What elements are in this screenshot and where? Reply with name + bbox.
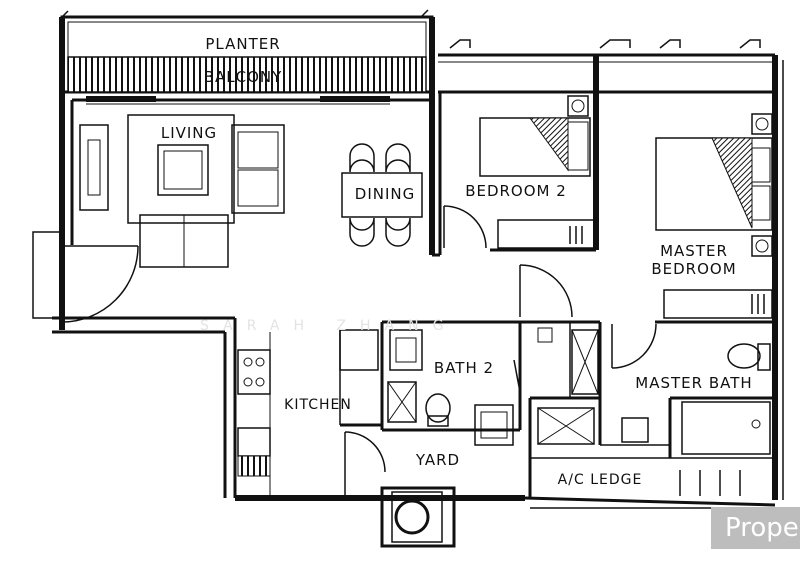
yard-washer: [380, 486, 456, 548]
bedroom2-furniture: [479, 95, 595, 249]
label-ac-ledge: A/C LEDGE: [558, 472, 643, 488]
label-yard: YARD: [415, 451, 460, 469]
dining-furniture: [341, 143, 423, 247]
label-master-bath: MASTER BATH: [635, 374, 752, 392]
planter-balcony-area: [59, 15, 435, 255]
doors: [61, 205, 657, 473]
label-bedroom-2: BEDROOM 2: [465, 182, 567, 200]
label-master-bedroom-line2: BEDROOM: [651, 260, 736, 278]
label-balcony: BALCONY: [204, 68, 283, 86]
brand-logo: Prope: [711, 507, 800, 549]
label-dining: DINING: [355, 185, 415, 203]
watermark-text: SARAH ZHANG: [200, 318, 457, 334]
label-living: LIVING: [161, 124, 217, 142]
kitchen-fixtures: [237, 329, 379, 498]
interior-walls: [339, 55, 775, 498]
master-bath-fixtures: [537, 327, 771, 455]
living-furniture: [79, 114, 285, 268]
ac-ledge-grille: [679, 470, 741, 496]
room-labels: PLANTER BALCONY LIVING DINING BEDROOM 2 …: [161, 35, 752, 488]
label-bath-2: BATH 2: [434, 359, 494, 377]
outer-walls: [32, 53, 784, 509]
label-kitchen: KITCHEN: [284, 397, 352, 413]
top-windows: [61, 9, 761, 49]
label-master-bedroom-line1: MASTER: [660, 242, 728, 260]
bath2-fixtures: [387, 329, 514, 446]
master-bedroom-furniture: [655, 113, 773, 319]
label-planter: PLANTER: [205, 35, 280, 53]
